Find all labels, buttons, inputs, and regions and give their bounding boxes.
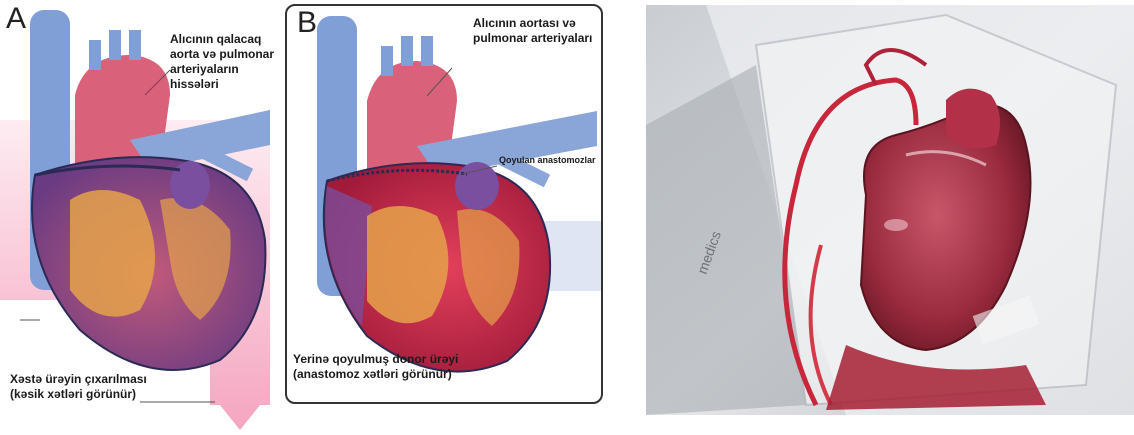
panel-a-bottom-label: Xəstə ürəyin çıxarılması (kəsik xətləri …	[10, 372, 147, 402]
panel-b-bottom-label: Yerinə qoyulmuş donor ürəyi (anastomoz x…	[293, 352, 458, 382]
panel-a-letter: A	[6, 2, 26, 36]
donor-heart-photo: medics	[646, 5, 1134, 415]
label-line: Alıcının qalacaq	[170, 32, 274, 47]
donor-heart-photo-drawing: medics	[646, 5, 1134, 415]
panel-b-frame	[285, 4, 603, 404]
label-line: aorta və pulmonar	[170, 47, 274, 62]
panel-b-donor-heart-implanted: B Alıcının aortası və pulmonar arteriyal…	[285, 0, 605, 410]
label-line: pulmonar arteriyaları	[473, 31, 592, 46]
panel-b-letter: B	[297, 6, 317, 40]
panel-a-top-label: Alıcının qalacaq aorta və pulmonar arter…	[170, 32, 274, 92]
label-line: Yerinə qoyulmuş donor ürəyi	[293, 352, 458, 367]
panel-b-illustration	[287, 6, 605, 406]
panel-b-anastomosis-label: Qoyulan anastomozlar	[499, 155, 596, 165]
label-line: Xəstə ürəyin çıxarılması	[10, 372, 147, 387]
panel-b-top-label: Alıcının aortası və pulmonar arteriyalar…	[473, 16, 592, 46]
label-line: Alıcının aortası və	[473, 16, 592, 31]
label-line: (anastomoz xətləri görünür)	[293, 367, 458, 382]
label-line: (kəsik xətləri görünür)	[10, 387, 147, 402]
label-line: hissələri	[170, 77, 274, 92]
label-line: arteriyaların	[170, 62, 274, 77]
panel-a-recipient-heart-removal: A Alıcının qalacaq aorta və pulmonar art…	[0, 0, 285, 435]
